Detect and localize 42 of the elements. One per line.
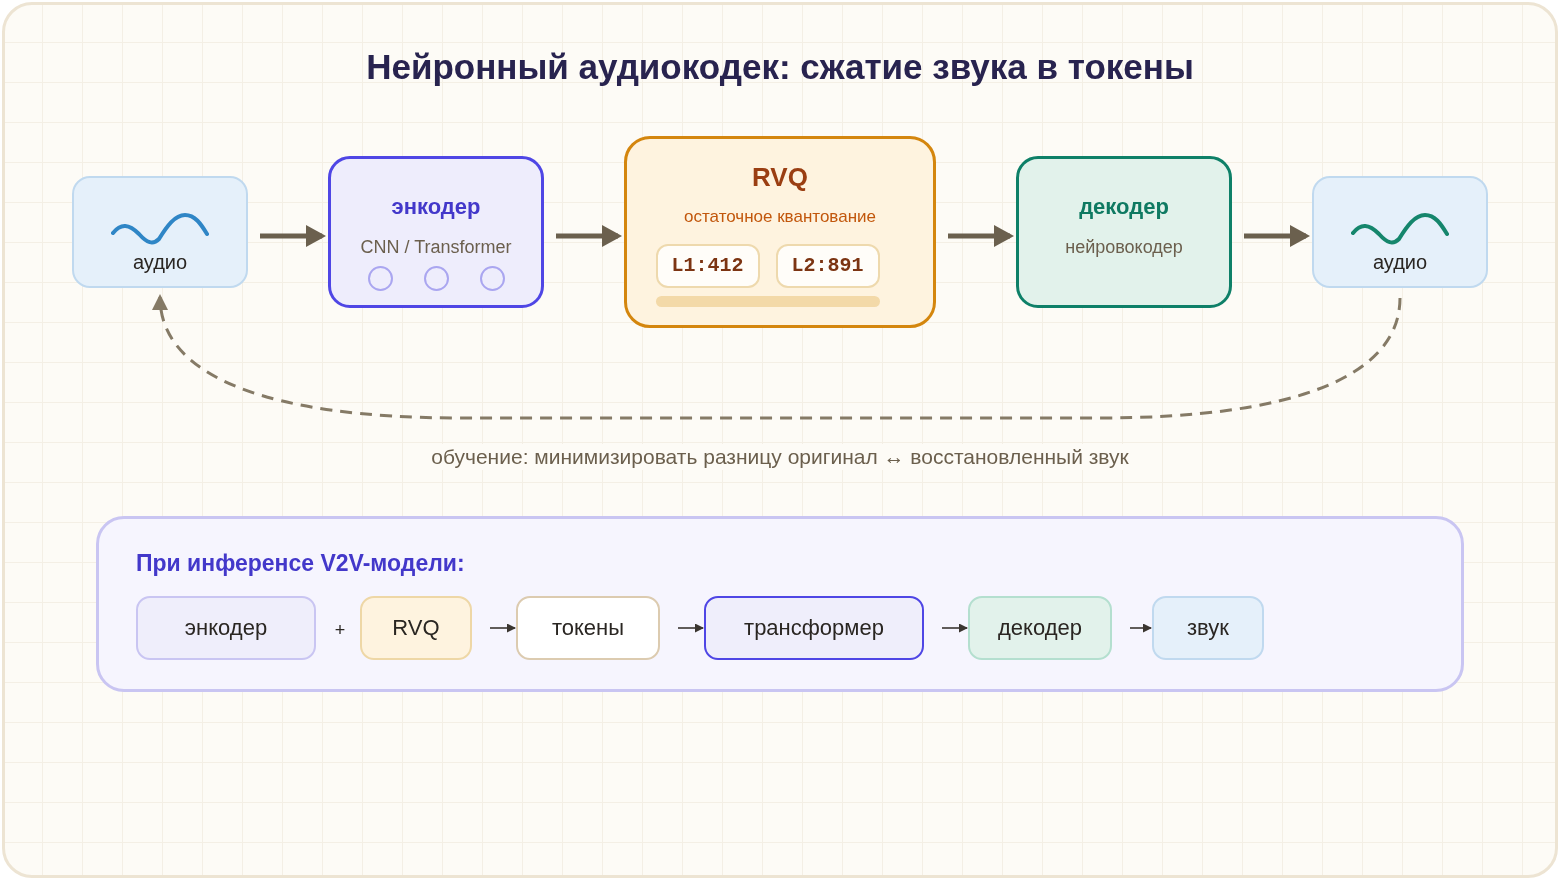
- dashed-arrow: [153, 294, 1402, 420]
- plus-sign: +: [334, 619, 346, 641]
- arrow: [941, 623, 968, 633]
- block-title: декодер: [1079, 194, 1169, 221]
- step-card: [136, 596, 316, 660]
- diagram-title: Нейронный аудиокодек: сжатие звука в токены: [365, 46, 1195, 88]
- code-value: L1:412: [671, 254, 744, 277]
- audio-card: [1312, 176, 1488, 288]
- block-subtitle: остаточное квантование: [684, 207, 876, 228]
- arrow: [1129, 623, 1152, 633]
- code-chip: [655, 243, 760, 288]
- audio-label: аудио: [1372, 250, 1428, 274]
- process-block: [624, 136, 936, 328]
- step-card: [968, 596, 1112, 660]
- block-title: энкодер: [391, 194, 481, 221]
- step-label: RVQ: [392, 615, 440, 641]
- step-label: трансформер: [744, 615, 884, 641]
- step-card: [1152, 596, 1264, 660]
- step-label: звук: [1187, 615, 1229, 641]
- step-card: [704, 596, 924, 660]
- arrow: [260, 225, 326, 247]
- panel-heading: При инференсе V2V-модели:: [136, 550, 465, 578]
- audio-label: аудио: [132, 250, 188, 274]
- arrow: [677, 623, 704, 633]
- arrow: [489, 623, 516, 633]
- step-label: энкодер: [184, 615, 268, 641]
- step-card: [360, 596, 472, 660]
- arrow: [556, 225, 622, 247]
- code-value: L2:891: [791, 254, 864, 277]
- step-card: [516, 596, 660, 660]
- audio-card: [72, 176, 248, 288]
- block-subtitle: нейровокодер: [1065, 237, 1183, 259]
- step-label: токены: [551, 615, 625, 641]
- code-chip: [775, 243, 880, 288]
- arrow: [948, 225, 1014, 247]
- group-panel: [96, 516, 1464, 692]
- block-title: RVQ: [752, 162, 808, 194]
- block-subtitle: CNN / Transformer: [360, 237, 512, 259]
- process-block: [328, 156, 544, 308]
- process-block: [1016, 156, 1232, 308]
- step-label: декодер: [998, 615, 1082, 641]
- arrow: [1244, 225, 1310, 247]
